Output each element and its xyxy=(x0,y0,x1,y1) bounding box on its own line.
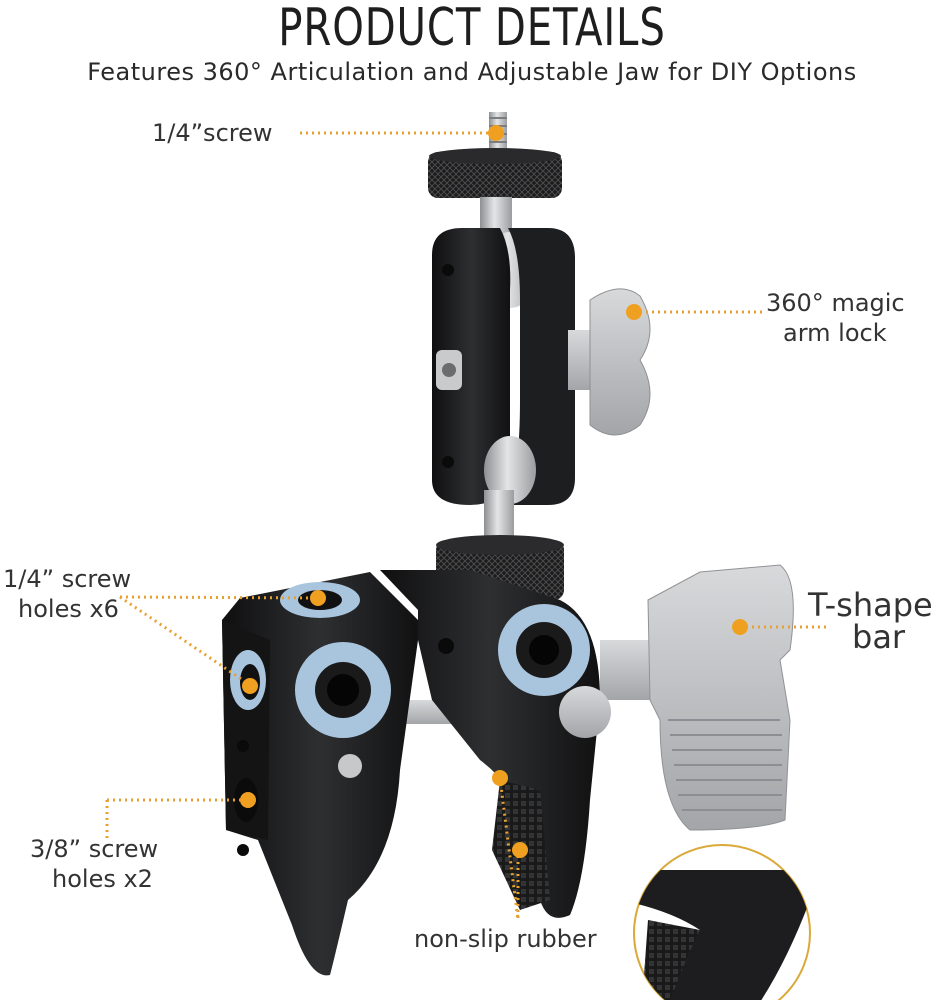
lower-ball xyxy=(484,436,536,504)
callout-tshape-line1: T-shape xyxy=(808,586,933,624)
callout-38-holes-line2: holes x2 xyxy=(52,865,153,893)
callout-dot-rubber-a xyxy=(492,770,508,786)
rubber-detail-inset xyxy=(633,844,811,1000)
lower-stem xyxy=(484,490,514,542)
magic-arm-body xyxy=(432,228,575,505)
page-subtitle: Features 360° Articulation and Adjustabl… xyxy=(87,58,857,86)
callout-top-screw: 1/4”screw xyxy=(152,119,273,147)
callout-arm-lock-line1: 360° magic xyxy=(766,289,905,317)
callout-dot-screw-holes-a xyxy=(310,590,326,606)
t-shape-bar xyxy=(559,564,794,831)
callout-quarter-holes-line1: 1/4” screw xyxy=(3,565,132,593)
page-title: PRODUCT DETAILS xyxy=(278,0,666,58)
callout-dot-top-screw xyxy=(488,125,504,141)
callout-dots xyxy=(240,125,748,858)
callout-dot-screw-holes-b xyxy=(242,678,258,694)
callout-quarter-holes-line2: holes x6 xyxy=(18,595,119,623)
arm-lock-knob xyxy=(568,288,651,436)
callout-lines xyxy=(105,131,828,921)
callout-38-holes-line1: 3/8” screw xyxy=(30,835,159,863)
callout-dot-tshape xyxy=(732,619,748,635)
left-clamp-jaw xyxy=(222,572,418,976)
callout-dot-arm-lock xyxy=(626,304,642,320)
callout-tshape-line2: bar xyxy=(852,618,906,656)
callout-dot-38-holes xyxy=(240,792,256,808)
callout-arm-lock-line2: arm lock xyxy=(783,319,887,347)
callout-dot-rubber-b xyxy=(512,842,528,858)
top-knurled-knob xyxy=(428,148,562,198)
callout-rubber: non-slip rubber xyxy=(414,925,597,953)
